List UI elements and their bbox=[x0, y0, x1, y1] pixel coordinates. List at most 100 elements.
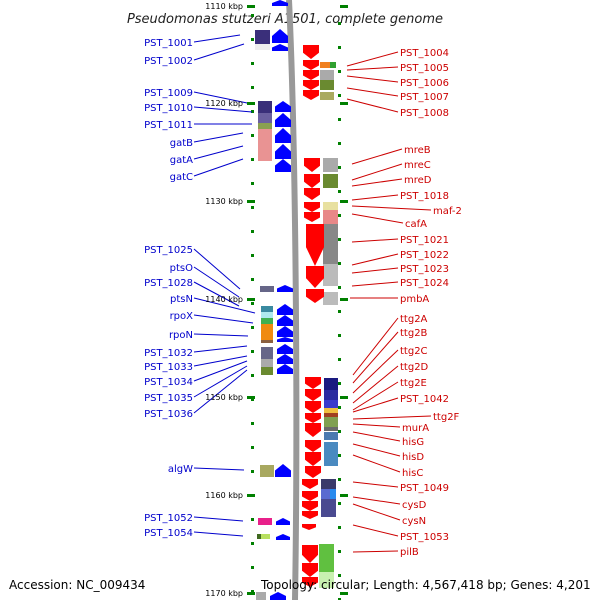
gene-block bbox=[260, 465, 274, 477]
right-gene-label: cafA bbox=[405, 219, 427, 230]
right-gene-label: cysN bbox=[402, 516, 426, 527]
gene-block bbox=[320, 70, 334, 80]
reverse-gene-arrow bbox=[302, 511, 318, 519]
kbp-tick-mark bbox=[340, 102, 348, 105]
right-gene-label: PST_1006 bbox=[400, 78, 449, 89]
genome-backbone bbox=[286, 0, 300, 600]
reverse-gene-arrow bbox=[306, 266, 324, 288]
track-dot bbox=[251, 206, 254, 209]
reverse-gene-arrow bbox=[304, 212, 320, 222]
right-gene-label: cysD bbox=[402, 500, 427, 511]
right-gene-label: hisD bbox=[402, 452, 424, 463]
reverse-gene-arrow bbox=[302, 491, 318, 501]
track-dot bbox=[338, 142, 341, 145]
gene-block bbox=[261, 306, 273, 312]
left-gene-label: PST_1034 bbox=[144, 377, 193, 388]
gene-block bbox=[324, 408, 338, 413]
gene-block bbox=[324, 413, 338, 417]
reverse-gene-arrow bbox=[306, 224, 324, 266]
gene-block bbox=[324, 378, 338, 390]
right-leader-line bbox=[351, 178, 403, 187]
right-gene-label: PST_1023 bbox=[400, 264, 449, 275]
track-dot bbox=[251, 254, 254, 257]
track-dot bbox=[338, 574, 341, 577]
track-dot bbox=[338, 406, 341, 409]
forward-gene-arrow bbox=[275, 159, 291, 172]
track-dot bbox=[338, 430, 341, 433]
track-dot bbox=[251, 158, 254, 161]
reverse-gene-arrow bbox=[305, 423, 321, 437]
left-gene-label: rpoN bbox=[169, 330, 193, 341]
gene-block bbox=[261, 367, 273, 375]
left-leader-line bbox=[193, 248, 241, 290]
kbp-tick-mark bbox=[247, 5, 255, 8]
track-dot bbox=[338, 262, 341, 265]
track-dot bbox=[338, 598, 341, 600]
track-dot bbox=[251, 302, 254, 305]
right-leader-line bbox=[351, 194, 399, 201]
gene-block bbox=[255, 44, 270, 50]
gene-block bbox=[323, 202, 338, 210]
gene-block bbox=[261, 318, 273, 324]
right-gene-label: hisG bbox=[402, 437, 424, 448]
track-dot bbox=[338, 286, 341, 289]
right-gene-label: pmbA bbox=[400, 294, 429, 305]
forward-gene-arrow bbox=[275, 128, 291, 143]
kbp-tick-mark bbox=[247, 396, 255, 399]
gene-block bbox=[321, 499, 336, 517]
track-dot bbox=[338, 382, 341, 385]
reverse-gene-arrow bbox=[302, 501, 318, 511]
gene-block bbox=[261, 312, 273, 318]
left-gene-label: PST_1010 bbox=[144, 103, 193, 114]
right-gene-label: ttg2A bbox=[400, 314, 428, 325]
gene-block bbox=[258, 101, 272, 113]
track-dot bbox=[338, 94, 341, 97]
left-gene-label: gatC bbox=[170, 172, 193, 183]
forward-gene-arrow bbox=[277, 337, 293, 342]
track-dot bbox=[251, 326, 254, 329]
left-gene-label: PST_1002 bbox=[144, 56, 193, 67]
right-gene-label: ttg2F bbox=[433, 412, 460, 423]
right-gene-label: ttg2B bbox=[400, 328, 428, 339]
gene-block bbox=[261, 359, 273, 367]
track-dot bbox=[251, 422, 254, 425]
track-dot bbox=[338, 70, 341, 73]
topology-summary: Topology: circular; Length: 4,567,418 bp… bbox=[261, 578, 591, 592]
track-dot bbox=[251, 542, 254, 545]
kbp-tick-label: 1140 kbp bbox=[205, 295, 243, 304]
right-gene-label: PST_1021 bbox=[400, 235, 449, 246]
right-leader-line bbox=[352, 454, 401, 473]
reverse-gene-arrow bbox=[303, 60, 319, 70]
forward-gene-arrow bbox=[270, 592, 286, 600]
left-gene-label: PST_1001 bbox=[144, 38, 193, 49]
gene-block bbox=[330, 62, 336, 68]
reverse-gene-arrow bbox=[304, 202, 320, 212]
gene-block bbox=[330, 489, 336, 499]
kbp-tick-mark bbox=[340, 396, 348, 399]
left-leader-line bbox=[193, 516, 244, 522]
left-gene-label: PST_1035 bbox=[144, 393, 193, 404]
left-gene-label: ptsO bbox=[170, 263, 193, 274]
left-leader-line bbox=[193, 158, 244, 177]
track-dot bbox=[338, 526, 341, 529]
right-gene-label: PST_1005 bbox=[400, 63, 449, 74]
right-gene-label: ttg2E bbox=[400, 378, 427, 389]
gene-block bbox=[324, 390, 338, 400]
right-gene-label: mreD bbox=[404, 175, 432, 186]
left-leader-line bbox=[193, 333, 249, 337]
kbp-tick-mark bbox=[340, 200, 348, 203]
right-gene-label: PST_1018 bbox=[400, 191, 449, 202]
right-gene-label: PST_1042 bbox=[400, 394, 449, 405]
right-gene-label: ttg2C bbox=[400, 346, 428, 357]
right-leader-line bbox=[351, 148, 403, 165]
forward-gene-arrow bbox=[277, 354, 293, 364]
gene-block bbox=[319, 544, 334, 572]
reverse-gene-arrow bbox=[305, 452, 321, 466]
forward-gene-arrow bbox=[277, 315, 293, 326]
gene-block bbox=[323, 158, 338, 172]
forward-gene-arrow bbox=[277, 326, 293, 337]
right-gene-label: PST_1049 bbox=[400, 483, 449, 494]
right-gene-label: PST_1053 bbox=[400, 532, 449, 543]
left-leader-line bbox=[193, 266, 240, 298]
